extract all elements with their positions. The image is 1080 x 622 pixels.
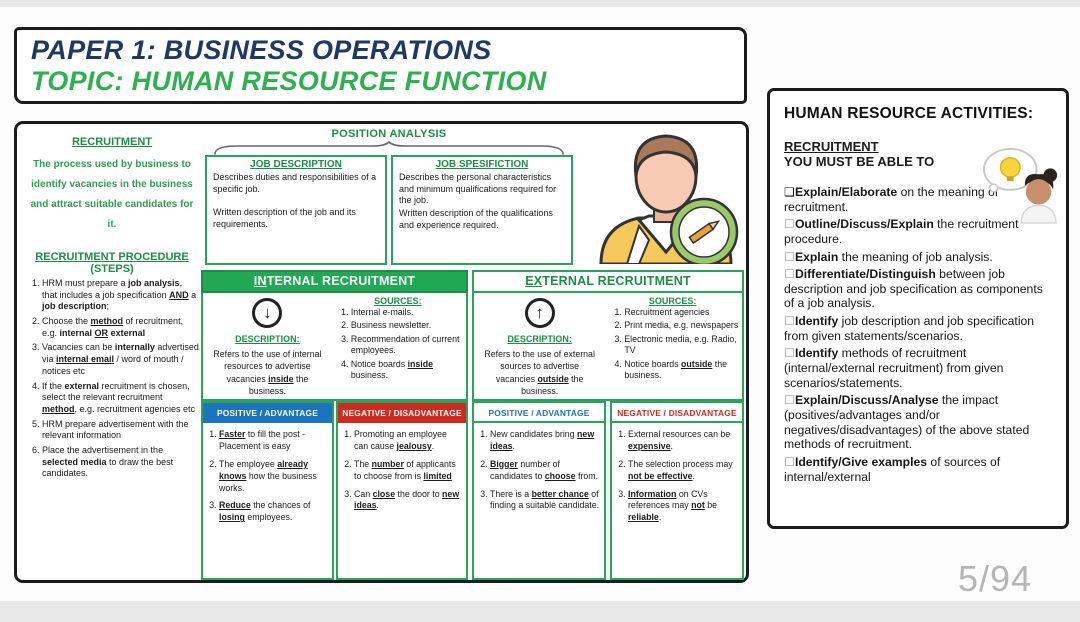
job-specification-box: JOB SPESIFICTION Describes the personal … bbox=[391, 155, 573, 265]
job-description-text: Written description of the job and its r… bbox=[213, 207, 356, 230]
list-item: If the external recruitment is chosen, s… bbox=[42, 381, 199, 416]
external-recruitment-section: EXTERNAL RECRUITMENT DESCRIPTION: Refers… bbox=[472, 270, 744, 401]
internal-negative-header: NEGATIVE / DISADVANTAGE bbox=[338, 403, 466, 423]
external-description-text: Refers to the use of external sources to… bbox=[484, 349, 595, 396]
list-item: Can close the door to new ideas. bbox=[354, 489, 466, 513]
job-description-heading: JOB DESCRIPTION bbox=[250, 159, 342, 170]
businessman-pencil-badge-illustration bbox=[599, 134, 739, 264]
job-specification-text: Describes the personal characteristics a… bbox=[399, 172, 557, 206]
page-number: 5/94 bbox=[958, 558, 1033, 599]
list-item: Reduce the chances of losing employees. bbox=[219, 500, 332, 524]
job-specification-heading: JOB SPESIFICTION bbox=[435, 159, 529, 170]
internal-negative-column: NEGATIVE / DISADVANTAGE Promoting an emp… bbox=[336, 401, 468, 580]
list-item: Print media, e.g. newspapers bbox=[624, 320, 740, 331]
recruitment-checklist: Explain/Elaborate on the meaning of recr… bbox=[784, 185, 1056, 484]
title-box: PAPER 1: BUSINESS OPERATIONS TOPIC: HUMA… bbox=[14, 27, 747, 104]
list-item: Vacancies can be internally advertised v… bbox=[42, 342, 199, 377]
job-specification-text: Written description of the qualification… bbox=[399, 208, 553, 230]
procedure-steps-list: HRM must prepare a job analysis, that in… bbox=[25, 278, 199, 480]
you-must-be-able-to-label: YOU MUST BE ABLE TO bbox=[784, 154, 935, 169]
list-item: HRM must prepare a job analysis, that in… bbox=[42, 278, 199, 313]
hr-activities-heading: HUMAN RESOURCE ACTIVITIES: bbox=[784, 105, 1034, 122]
internal-description-text: Refers to the use of internal resources … bbox=[213, 349, 322, 396]
list-item: Information on CVs references may not be… bbox=[628, 489, 742, 525]
down-arrow-circle-icon bbox=[252, 298, 283, 328]
list-item: The selection process may not be effecti… bbox=[628, 459, 742, 483]
list-item: Explain the meaning of job analysis. bbox=[784, 250, 1056, 265]
procedure-heading: RECRUITMENT PROCEDURE bbox=[35, 251, 189, 263]
recruitment-heading: RECRUITMENT bbox=[71, 136, 153, 148]
internal-recruitment-heading: INTERNAL RECRUITMENT bbox=[201, 270, 468, 293]
internal-recruitment-section: INTERNAL RECRUITMENT DESCRIPTION: Refers… bbox=[201, 270, 468, 401]
external-recruitment-heading: EXTERNAL RECRUITMENT bbox=[472, 270, 744, 293]
list-item: The employee already knows how the busin… bbox=[219, 459, 332, 495]
up-arrow-circle-icon bbox=[524, 298, 555, 328]
list-item: New candidates bring new ideas. bbox=[490, 429, 604, 453]
list-item: Identify job description and job specifi… bbox=[784, 314, 1056, 343]
list-item: Recommendation of current employees. bbox=[351, 334, 464, 357]
list-item: Outline/Discuss/Explain the recruitment … bbox=[784, 217, 1056, 246]
procedure-subheading: (STEPS) bbox=[90, 263, 134, 275]
list-item: Business newsletter. bbox=[351, 320, 464, 331]
list-item: Faster to fill the post - Placement is e… bbox=[219, 429, 332, 453]
external-description-label: DESCRIPTION: bbox=[507, 334, 572, 344]
job-description-text: Describes duties and responsibilities of… bbox=[213, 172, 377, 194]
external-negative-header: NEGATIVE / DISADVANTAGE bbox=[612, 403, 742, 423]
external-positive-list: New candidates bring new ideas. Bigger nu… bbox=[474, 429, 604, 512]
list-item: Differentiate/Distinguish between job de… bbox=[784, 267, 1056, 311]
list-item: There is a better chance of finding a su… bbox=[490, 489, 604, 513]
external-negative-list: External resources can be expensive. The … bbox=[612, 429, 742, 524]
list-item: Electronic media, e.g. Radio, TV bbox=[624, 334, 740, 357]
hr-activities-panel: HUMAN RESOURCE ACTIVITIES: RECRUITMENT Y… bbox=[767, 88, 1069, 529]
internal-positive-column: POSITIVE / ADVANTAGE Faster to fill the … bbox=[201, 401, 334, 580]
topic-title: TOPIC: HUMAN RESOURCE FUNCTION bbox=[31, 65, 547, 96]
paper-title: PAPER 1: BUSINESS OPERATIONS bbox=[31, 34, 492, 65]
list-item: Internal e-mails. bbox=[351, 307, 464, 318]
main-content-box: RECRUITMENT The process used by business… bbox=[14, 121, 749, 583]
position-analysis-heading: POSITION ANALYSIS bbox=[331, 128, 447, 140]
internal-positive-list: Faster to fill the post - Placement is e… bbox=[203, 429, 332, 524]
external-sources-label: SOURCES: bbox=[648, 296, 697, 306]
internal-negative-list: Promoting an employee can cause jealousy… bbox=[338, 429, 466, 512]
top-gray-strip bbox=[0, 0, 1080, 7]
bottom-gray-strip bbox=[0, 601, 1080, 622]
recruitment-subheading: RECRUITMENT bbox=[784, 139, 879, 154]
list-item: Identify methods of recruitment (interna… bbox=[784, 346, 1056, 390]
list-item: HRM prepare advertisement with the relev… bbox=[42, 419, 199, 442]
internal-sources-list: Internal e-mails. Business newsletter. Rec… bbox=[332, 307, 464, 382]
list-item: External resources can be expensive. bbox=[628, 429, 742, 453]
external-sources-list: Recruitment agenciesPrint media, e.g. ne… bbox=[605, 307, 740, 382]
list-item: The number of applicants to choose from … bbox=[354, 459, 466, 483]
list-item: Identify/Give examples of sources of int… bbox=[784, 455, 1056, 484]
list-item: Bigger number of candidates to choose fr… bbox=[490, 459, 604, 483]
list-item: Explain/Discuss/Analyse the impact (posi… bbox=[784, 393, 1056, 452]
list-item: Notice boards outside the business. bbox=[624, 359, 740, 382]
list-item: Place the advertisement in the selected … bbox=[42, 445, 199, 480]
internal-positive-header: POSITIVE / ADVANTAGE bbox=[203, 403, 332, 423]
recruitment-left-column: RECRUITMENT The process used by business… bbox=[25, 136, 199, 483]
curly-brace bbox=[214, 141, 564, 155]
job-description-box: JOB DESCRIPTION Describes duties and res… bbox=[205, 155, 387, 265]
recruitment-definition: The process used by business to identify… bbox=[30, 159, 194, 230]
list-item: Choose the method of recruitment, e.g. i… bbox=[42, 316, 199, 339]
person-thinking-lightbulb-illustration bbox=[982, 147, 1058, 224]
list-item: Recruitment agencies bbox=[624, 307, 740, 318]
list-item: Explain/Elaborate on the meaning of recr… bbox=[784, 185, 1056, 214]
external-positive-header: POSITIVE / ADVANTAGE bbox=[474, 403, 604, 423]
list-item: Promoting an employee can cause jealousy… bbox=[354, 429, 466, 453]
internal-description-label: DESCRIPTION: bbox=[235, 334, 300, 344]
external-positive-column: POSITIVE / ADVANTAGE New candidates brin… bbox=[472, 401, 606, 580]
list-item: Notice boards inside business. bbox=[351, 359, 464, 382]
internal-sources-label: SOURCES: bbox=[374, 296, 422, 306]
external-negative-column: NEGATIVE / DISADVANTAGE External resourc… bbox=[610, 401, 744, 580]
